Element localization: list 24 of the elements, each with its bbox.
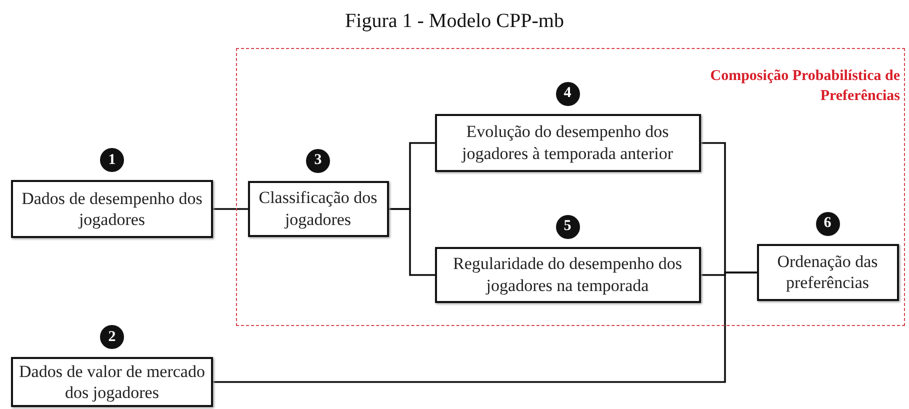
process-box bbox=[434, 114, 700, 172]
connector-line bbox=[213, 208, 248, 210]
step-number-badge: 2 bbox=[100, 325, 124, 349]
box-label: Regularidade do desempenho dos jogadores na temporada bbox=[452, 253, 683, 296]
box-label: Dados de valor de mercado dos jogadores bbox=[18, 360, 206, 404]
process-box bbox=[11, 180, 213, 238]
figure-title: Figura 1 - Modelo CPP-mb bbox=[344, 10, 565, 33]
box-label: Evolução do desempenho dos jogadores à temporada anterior bbox=[460, 121, 674, 164]
step-number-badge: 1 bbox=[100, 148, 124, 172]
process-box bbox=[11, 357, 213, 407]
process-box bbox=[248, 180, 388, 236]
process-box bbox=[756, 244, 898, 300]
box-label: Ordenação das preferências bbox=[776, 250, 879, 294]
step-number-badge: 4 bbox=[556, 82, 580, 106]
group-title: Composição Probabilística de Preferências bbox=[709, 67, 900, 106]
process-box bbox=[434, 246, 700, 302]
box-label: Dados de desempenho dos jogadores bbox=[20, 188, 204, 230]
box-label: Classificação dos jogadores bbox=[258, 187, 378, 230]
step-number-badge: 6 bbox=[816, 212, 840, 236]
step-number-badge: 3 bbox=[306, 148, 330, 172]
connector-line bbox=[389, 208, 435, 276]
step-number-badge: 5 bbox=[556, 214, 580, 238]
dashed-group-frame bbox=[236, 48, 905, 326]
connector-line bbox=[213, 272, 757, 383]
